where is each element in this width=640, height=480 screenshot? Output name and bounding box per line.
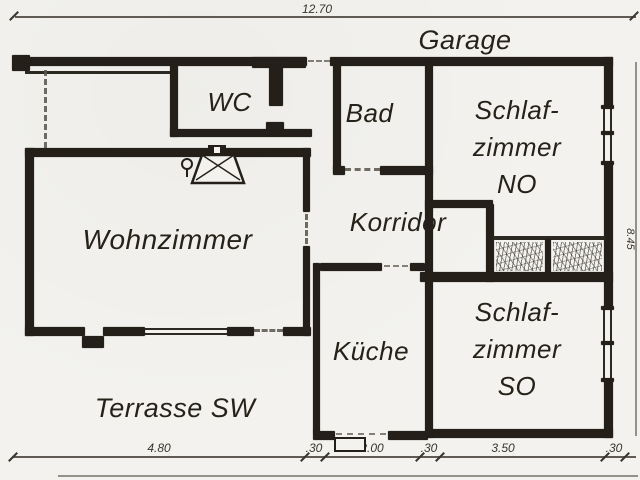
wall-right	[604, 57, 613, 438]
room-label-bad: Bad	[345, 97, 394, 128]
wall-korridor-right	[486, 204, 494, 282]
wall-top-right	[330, 57, 613, 66]
window-sill	[601, 341, 614, 345]
wall-bottom-right	[428, 429, 613, 438]
window-sill	[601, 161, 614, 165]
room-label-line: Schlaf-	[474, 94, 560, 125]
wall-kueche-left	[313, 263, 320, 433]
wall-strip	[25, 71, 173, 74]
wall-t-pier-cap	[252, 57, 306, 68]
room-label-schlafzimmer-so: Schlaf- zimmer SO	[433, 292, 601, 406]
entrance-threshold	[336, 433, 386, 435]
wall-so-top	[420, 272, 613, 282]
wall-wohn-left	[25, 148, 34, 336]
wall-wohn-bottom	[25, 327, 85, 336]
dim-right-side: 8.45	[624, 228, 636, 250]
stove-icon	[181, 145, 246, 185]
window-symbol-no	[603, 105, 605, 165]
room-label-line: Schlaf-	[474, 296, 560, 327]
wall-wohn-bottom	[103, 327, 145, 336]
door-bad	[345, 168, 380, 171]
wall-wohn-right	[303, 148, 310, 212]
wall-notch	[266, 122, 284, 130]
dimension-line-bottom-2	[58, 475, 638, 477]
room-label-line: zimmer	[472, 131, 562, 162]
wall-wohn-top	[25, 148, 311, 157]
dim-bottom-4: .30	[420, 441, 438, 455]
wall-korridor-bottom	[410, 263, 425, 271]
dimension-line-right	[635, 62, 637, 436]
window-sill	[601, 378, 614, 382]
room-label-schlafzimmer-no: Schlaf- zimmer NO	[433, 90, 601, 204]
door-terrasse	[254, 329, 283, 332]
window-symbol-no	[610, 105, 612, 165]
dim-bottom-1: 4.80	[147, 441, 171, 455]
wall-bad-left	[333, 62, 341, 174]
door-wohnzimmer	[305, 214, 308, 244]
room-label-wohnzimmer: Wohnzimmer	[82, 224, 253, 256]
wall-wc-left	[170, 62, 178, 137]
terrasse-edge-dashed	[44, 70, 47, 148]
wall-no-bottom	[425, 200, 493, 208]
room-label-terrasse: Terrasse SW	[94, 393, 256, 424]
room-label-line: NO	[497, 168, 537, 199]
wall-korridor-bottom	[320, 263, 382, 271]
dimension-line-top	[15, 16, 636, 18]
room-label-line: zimmer	[472, 333, 562, 364]
room-label-garage: Garage	[418, 25, 512, 56]
wall-bad-bottom	[333, 166, 345, 175]
wall-no-left	[425, 62, 433, 210]
entrance-step	[334, 437, 366, 452]
wall-bad-bottom	[380, 166, 433, 175]
dim-bottom-2: .30	[305, 441, 323, 455]
wall-t-pier-stem	[269, 66, 283, 106]
wall-closet-top	[493, 236, 605, 240]
wall-closet-divider	[545, 239, 551, 274]
wall-wohn-bottom	[227, 327, 254, 336]
door-opening	[308, 60, 330, 62]
wall-wohn-right	[303, 246, 310, 336]
wall-pier	[82, 336, 104, 348]
room-label-line: SO	[497, 370, 537, 401]
dim-bottom-3: 2.00	[360, 441, 384, 455]
wall-top-left	[15, 57, 307, 66]
room-label-kueche: Küche	[332, 335, 410, 366]
room-label-wc: WC	[207, 86, 252, 117]
room-label-korridor: Korridor	[349, 206, 447, 237]
window-sill	[601, 105, 614, 109]
wall-kueche-right	[425, 208, 433, 438]
window-symbol	[145, 328, 227, 330]
dim-top-total: 12.70	[301, 1, 333, 16]
window-sill	[601, 306, 614, 310]
dim-bottom-5: 3.50	[491, 441, 515, 455]
dim-bottom-6: .30	[605, 441, 623, 455]
wall-wohn-bottom	[283, 327, 311, 336]
wall-kueche-bottom	[388, 431, 428, 440]
wall-wc-bottom	[170, 129, 312, 137]
door-kueche	[384, 265, 408, 267]
wall-kueche-bottom	[313, 431, 335, 440]
wall-pier	[12, 55, 30, 71]
window-symbol	[145, 333, 227, 335]
closet-hatching	[553, 242, 602, 271]
closet-hatching	[496, 242, 543, 271]
window-sill	[601, 131, 614, 135]
